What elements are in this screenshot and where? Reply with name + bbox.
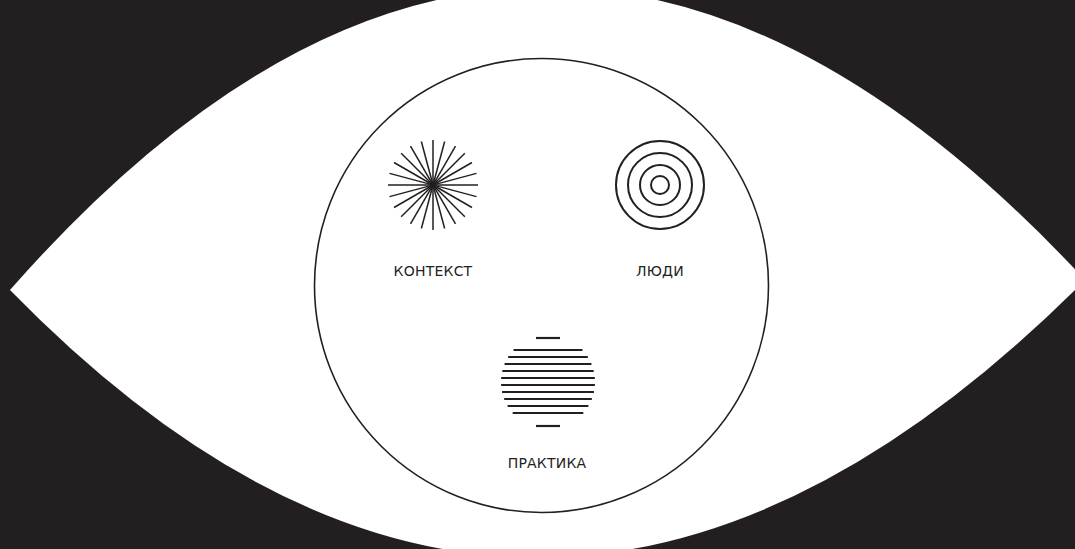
- icon-stripe: [501, 377, 595, 379]
- icon-stripe: [508, 356, 588, 358]
- icon-label: ЛЮДИ: [636, 263, 684, 279]
- icon-stripe: [508, 405, 589, 407]
- circle-stroke: [315, 59, 769, 513]
- icon-stripe: [501, 384, 595, 386]
- circle-outline: [313, 57, 770, 514]
- icon-stripe: [514, 349, 583, 351]
- icon-label: КОНТЕКСТ: [394, 263, 473, 279]
- icon-stripe: [504, 398, 592, 400]
- starburst-icon: [388, 140, 478, 230]
- icon-stripe: [502, 370, 593, 372]
- lined-circle-icon: [501, 338, 595, 426]
- eye-shape: [10, 0, 1075, 549]
- icon-stripe: [536, 337, 560, 339]
- icon-stripe: [502, 391, 594, 393]
- inner-circle: КОНТЕКСТ ЛЮДИ ПРАКТИКА: [313, 57, 770, 514]
- icon-stripe: [513, 412, 584, 414]
- icon-label: ПРАКТИКА: [508, 455, 587, 471]
- target-icon: [616, 141, 704, 229]
- icon-stripe: [536, 425, 560, 427]
- icon-stripe: [505, 363, 592, 365]
